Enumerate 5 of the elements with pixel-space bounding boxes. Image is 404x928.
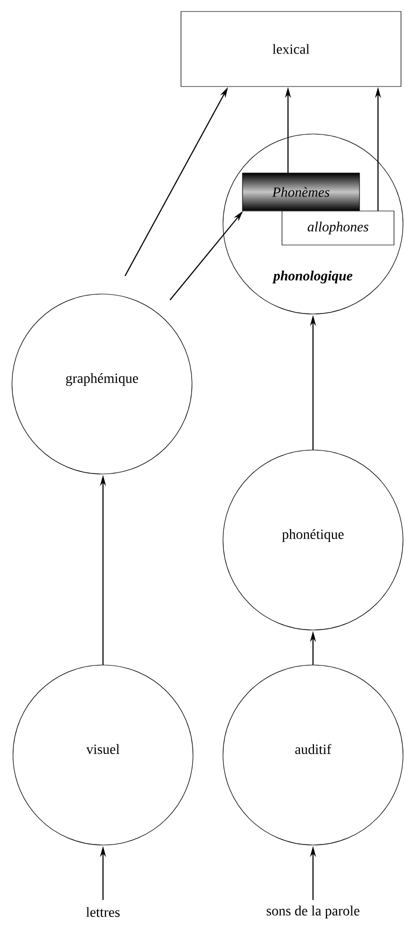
process-box: allophones [282, 210, 394, 246]
input-label: lettres [86, 907, 120, 917]
shaded-box: Phonèmes [242, 172, 360, 212]
input-label: sons de la parole [266, 906, 360, 918]
process-box: lexical [180, 11, 402, 87]
